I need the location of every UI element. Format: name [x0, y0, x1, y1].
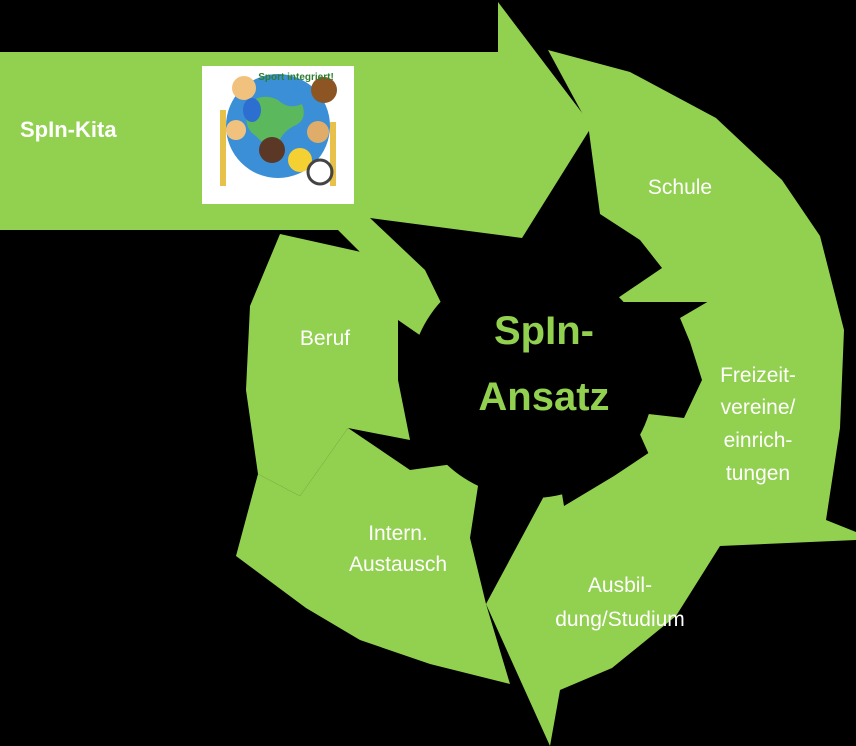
logo-pole-left: [220, 110, 226, 186]
stage-label-freizeit-line-4: tungen: [726, 462, 790, 485]
logo-balloon: [243, 98, 261, 122]
stage-label-ausbildung-line-1: Ausbil-: [588, 574, 652, 597]
cycle-arrow-austausch: [236, 428, 510, 684]
logo-child-face-2: [311, 77, 337, 103]
stage-label-freizeit-line-2: vereine/: [721, 396, 796, 419]
stage-label-freizeit-line-3: einrich-: [724, 429, 793, 452]
logo-child-face-1: [232, 76, 256, 100]
logo-child-face-3: [259, 137, 285, 163]
center-label-line-1: SpIn-: [494, 309, 594, 353]
cycle-arrow-schule: [548, 50, 820, 302]
spin-kita-logo: Sport integriert!: [202, 66, 354, 204]
start-label: SpIn-Kita: [20, 117, 117, 142]
logo-text: Sport integriert!: [258, 72, 334, 83]
cycle-arrow-beruf: [246, 234, 450, 496]
stage-label-freizeit-line-1: Freizeit-: [720, 364, 796, 387]
stage-label-austausch-line-1: Intern.: [368, 522, 428, 545]
logo-child-face-6: [226, 120, 246, 140]
cycle-arrow-freizeit: [630, 236, 856, 546]
stage-label-ausbildung-line-2: dung/Studium: [555, 608, 685, 631]
logo-child-face-4: [307, 121, 329, 143]
cycle-arrow-ausbildung: [486, 452, 720, 746]
logo-pole-right: [330, 122, 336, 186]
center-hole: [410, 262, 654, 498]
center-label-line-2: Ansatz: [478, 375, 609, 419]
stage-label-schule: Schule: [648, 176, 712, 199]
logo-wheel: [306, 158, 334, 186]
stage-label-austausch-line-2: Austausch: [349, 553, 447, 576]
logo-child-face-5: [288, 148, 312, 172]
stage-label-beruf: Beruf: [300, 327, 350, 350]
